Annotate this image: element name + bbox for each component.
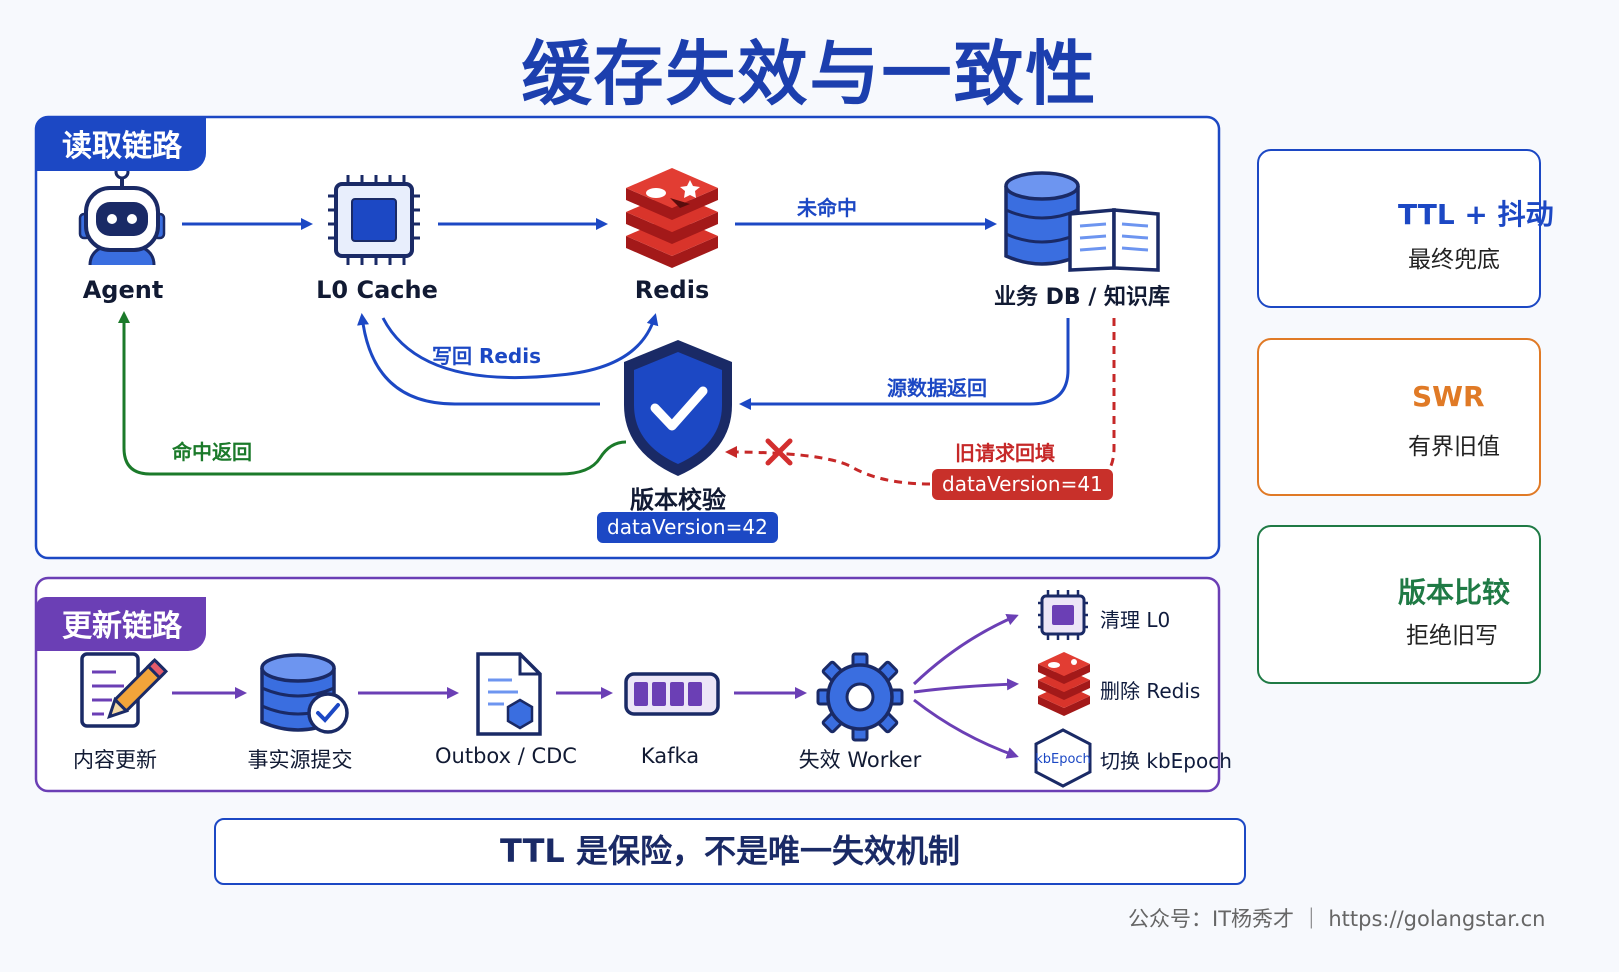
card-version-subtitle: 拒绝旧写 [1406,623,1498,649]
clear-l0-label: 清理 L0 [1100,608,1171,632]
version-check-shield-icon [624,340,732,476]
switch-epoch-label: 切换 kbEpoch [1100,749,1232,773]
edge-worker-to-delete-redis [913,678,1019,694]
l0-cache-chip-icon [328,175,420,265]
hit-return-edge-label: 命中返回 [172,440,252,464]
edge-worker-to-clear-l0 [912,614,1019,686]
kbepoch-hex-icon: kbEpoch [1034,728,1092,788]
stale-version-badge: dataVersion=41 [932,469,1113,500]
version-check-label: 版本校验 [630,486,726,514]
outbox-label: Outbox / CDC [435,744,577,768]
card-swr-subtitle: 有界旧值 [1408,434,1500,460]
reject-cross-icon [765,438,793,466]
edge-worker-to-switch-epoch [913,698,1019,759]
redis-icon [626,168,718,268]
db-label: 业务 DB / 知识库 [993,285,1171,310]
miss-edge-label: 未命中 [797,196,857,220]
page-title: 缓存失效与一致性 [521,33,1098,115]
card-version-title: 版本比较 [1398,576,1511,609]
commit-label: 事实源提交 [247,748,353,772]
worker-gear-icon [816,652,904,742]
card-version-compare: 版本比较 拒绝旧写 [1257,525,1541,684]
edge-shield-to-l0 [357,313,600,406]
outbox-document-icon [476,652,542,736]
redis-label: Redis [634,276,710,304]
read-chain-frame [34,115,1221,560]
card-ttl-title: TTL + 抖动 [1398,198,1554,231]
card-ttl: TTL + 抖动 最终兜底 [1257,149,1554,308]
write-back-edge-label: 写回 Redis [432,344,542,368]
edge-db-source-return [739,318,1070,410]
edge-write-back-redis [381,313,659,380]
edge-hit-return [118,311,627,476]
stale-backfill-edge-label: 旧请求回填 [955,441,1055,465]
source-return-edge-label: 源数据返回 [887,376,987,400]
kafka-label: Kafka [640,744,700,768]
current-version-badge: dataVersion=42 [597,512,778,543]
worker-label: 失效 Worker [798,748,922,772]
footer-credit: 公众号：IT杨秀才 ｜ https://golangstar.cn [1128,907,1546,931]
commit-database-icon [260,653,349,734]
kbepoch-hex-text: kbEpoch [1035,752,1091,767]
card-ttl-subtitle: 最终兜底 [1408,247,1500,273]
read-chain-tag: 读取链路 [36,117,206,171]
l0-cache-label: L0 Cache [316,276,438,304]
delete-redis-label: 删除 Redis [1100,679,1201,703]
document-edit-icon [80,652,169,728]
agent-robot-icon [78,164,166,266]
book-icon [1068,208,1160,272]
update-chain-tag: 更新链路 [36,597,206,651]
card-swr: SWR 有界旧值 [1257,338,1541,496]
database-icon [1004,171,1080,266]
clear-l0-chip-icon [1038,590,1088,640]
agent-label: Agent [82,276,164,304]
card-swr-title: SWR [1412,380,1485,413]
delete-redis-icon [1038,652,1090,716]
kafka-queue-icon [624,672,720,716]
bottom-note: TTL 是保险，不是唯一失效机制 [214,818,1246,885]
content-update-label: 内容更新 [73,748,157,772]
